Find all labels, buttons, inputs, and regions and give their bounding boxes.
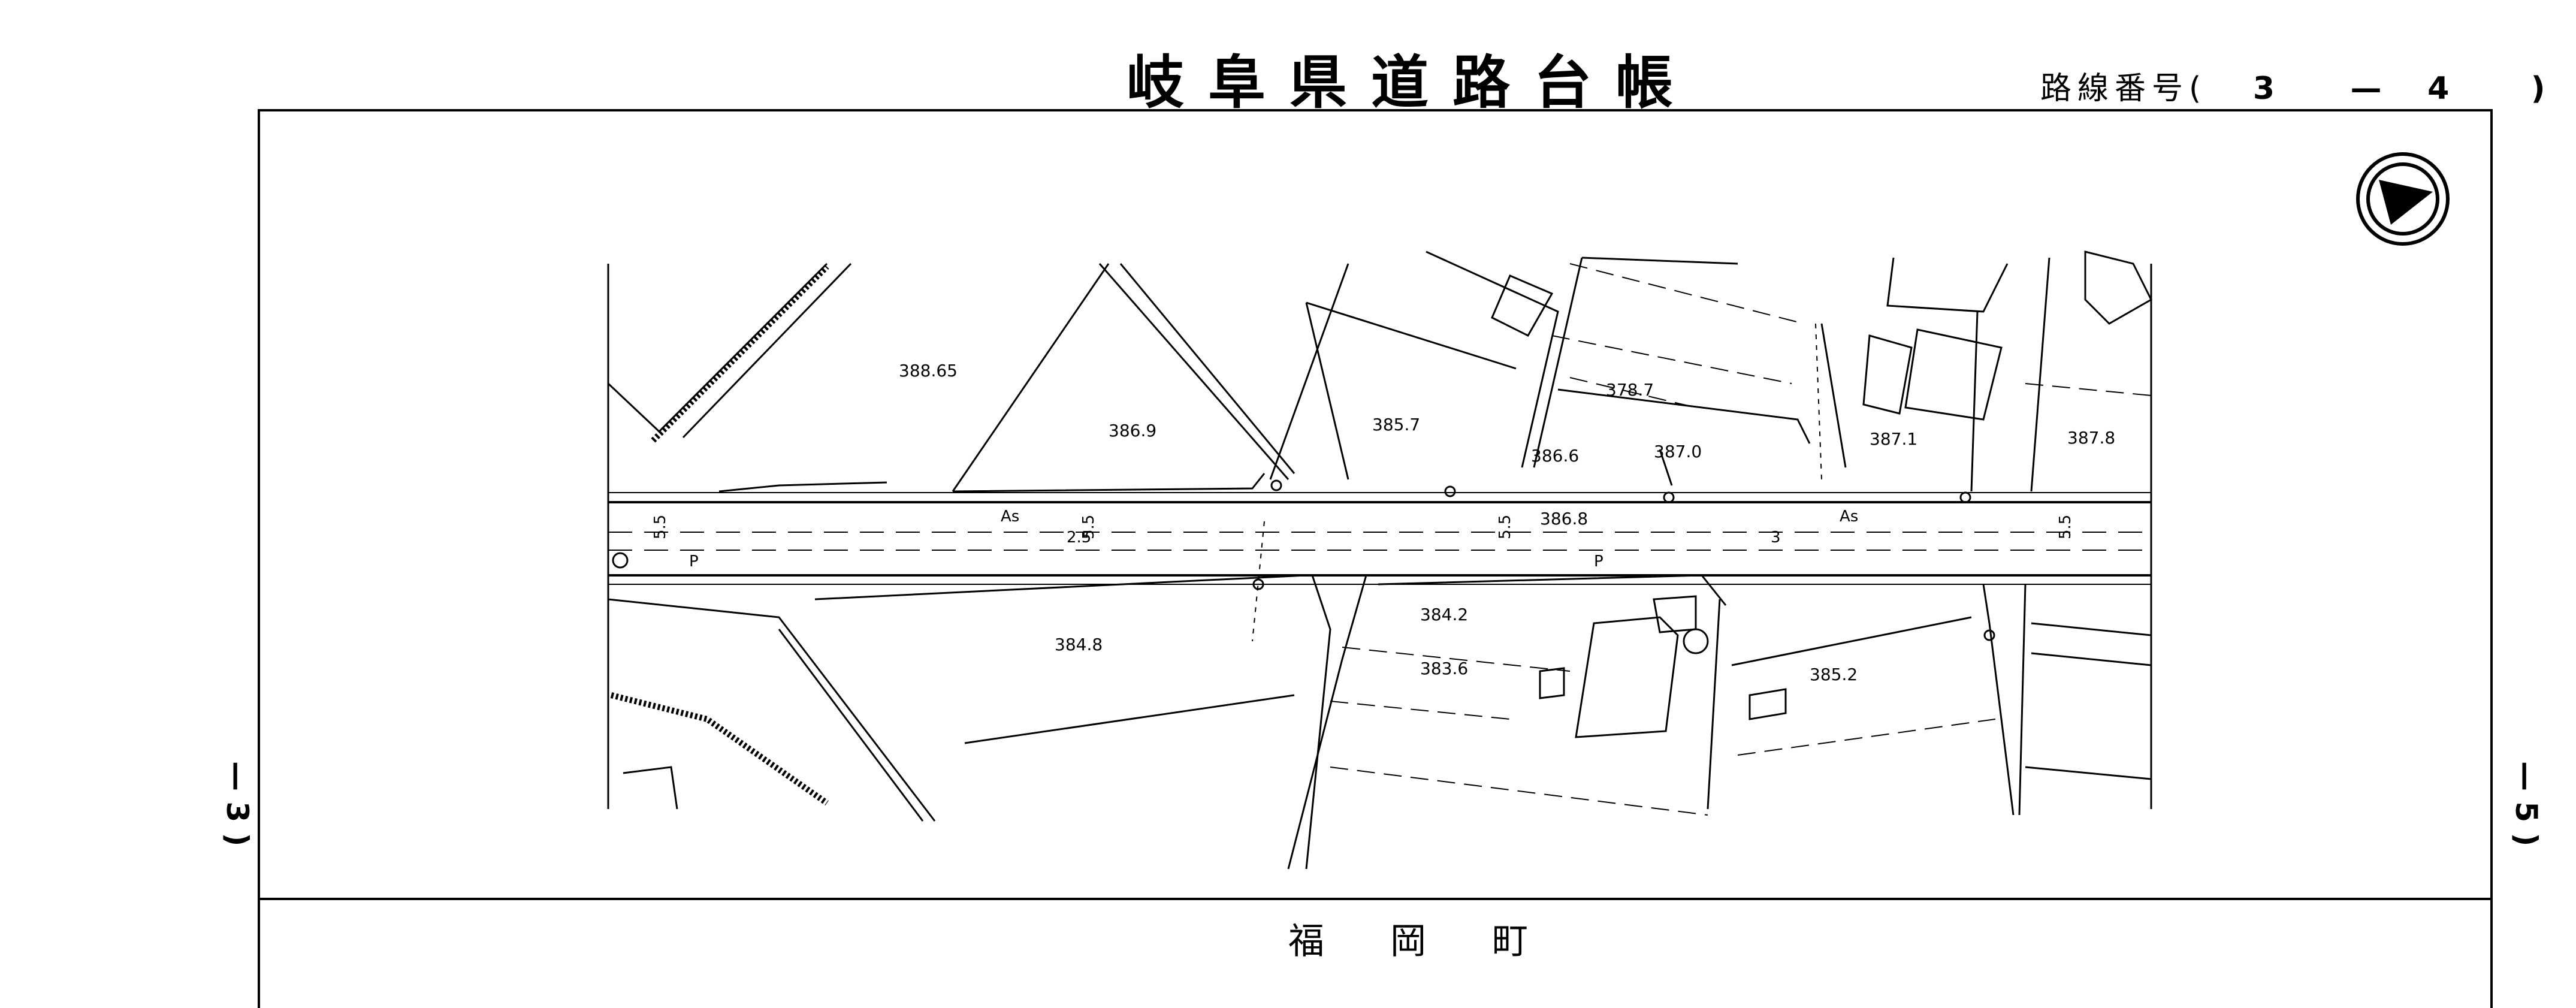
page-number-right: — 5 ) <box>2509 761 2544 847</box>
elevation-label: 386.9 <box>1109 421 1156 440</box>
page-title: 岐阜県道路台帳 <box>1127 49 1697 116</box>
parking-marker: P <box>1594 553 1603 571</box>
route-number-dash: — <box>2350 71 2382 107</box>
elevation-label: 387.1 <box>1870 429 1917 449</box>
map-frame-divider <box>258 898 2493 900</box>
elevation-label: 385.2 <box>1810 665 1858 684</box>
elevation-label: 388.65 <box>899 361 958 381</box>
utility-symbol-icons <box>612 479 1995 654</box>
elevation-label: 384.8 <box>1055 635 1103 654</box>
elevation-label: 387.0 <box>1654 442 1702 461</box>
width-label: 2.5 <box>1067 529 1091 547</box>
route-number-major: 3 <box>2252 71 2275 107</box>
map-frame <box>258 109 2493 1008</box>
elevation-label: 386.8 <box>1540 509 1588 529</box>
route-number: 路線番号( 3 — 4 ) <box>2040 63 2545 108</box>
elevation-label: 385.7 <box>1372 415 1420 434</box>
parking-marker: P <box>689 553 699 571</box>
parcels-north <box>607 251 2152 809</box>
width-label: 5.5 <box>651 515 669 539</box>
elevation-label: 387.8 <box>2067 428 2115 448</box>
pavement-label: As <box>1001 508 1019 526</box>
elevation-label: 384.2 <box>1420 605 1468 624</box>
lot-lines <box>1252 263 2152 816</box>
road-outline <box>608 492 2151 585</box>
route-number-close: ) <box>2530 71 2545 107</box>
width-label: 5.5 <box>2056 515 2074 539</box>
road-plan-map: 388.65 386.9 385.7 378.7 386.6 387.0 387… <box>607 152 2450 870</box>
town-name: 福岡町 <box>1288 921 1594 962</box>
parcels-south <box>608 574 2152 870</box>
north-arrow-icon <box>2356 152 2450 246</box>
page-number-left: — 3 ) <box>220 761 255 847</box>
route-number-label: 路線番号( <box>2040 71 2207 107</box>
pavement-label: As <box>1840 508 1858 526</box>
width-label: 3 <box>1771 529 1781 547</box>
elevation-label: 383.6 <box>1420 659 1468 678</box>
elevation-label: 386.6 <box>1531 446 1579 466</box>
width-label: 5.5 <box>1496 515 1514 539</box>
elevation-label: 378.7 <box>1606 380 1654 400</box>
route-number-minor: 4 <box>2427 71 2450 107</box>
width-label: 5.5 <box>1080 515 1098 539</box>
